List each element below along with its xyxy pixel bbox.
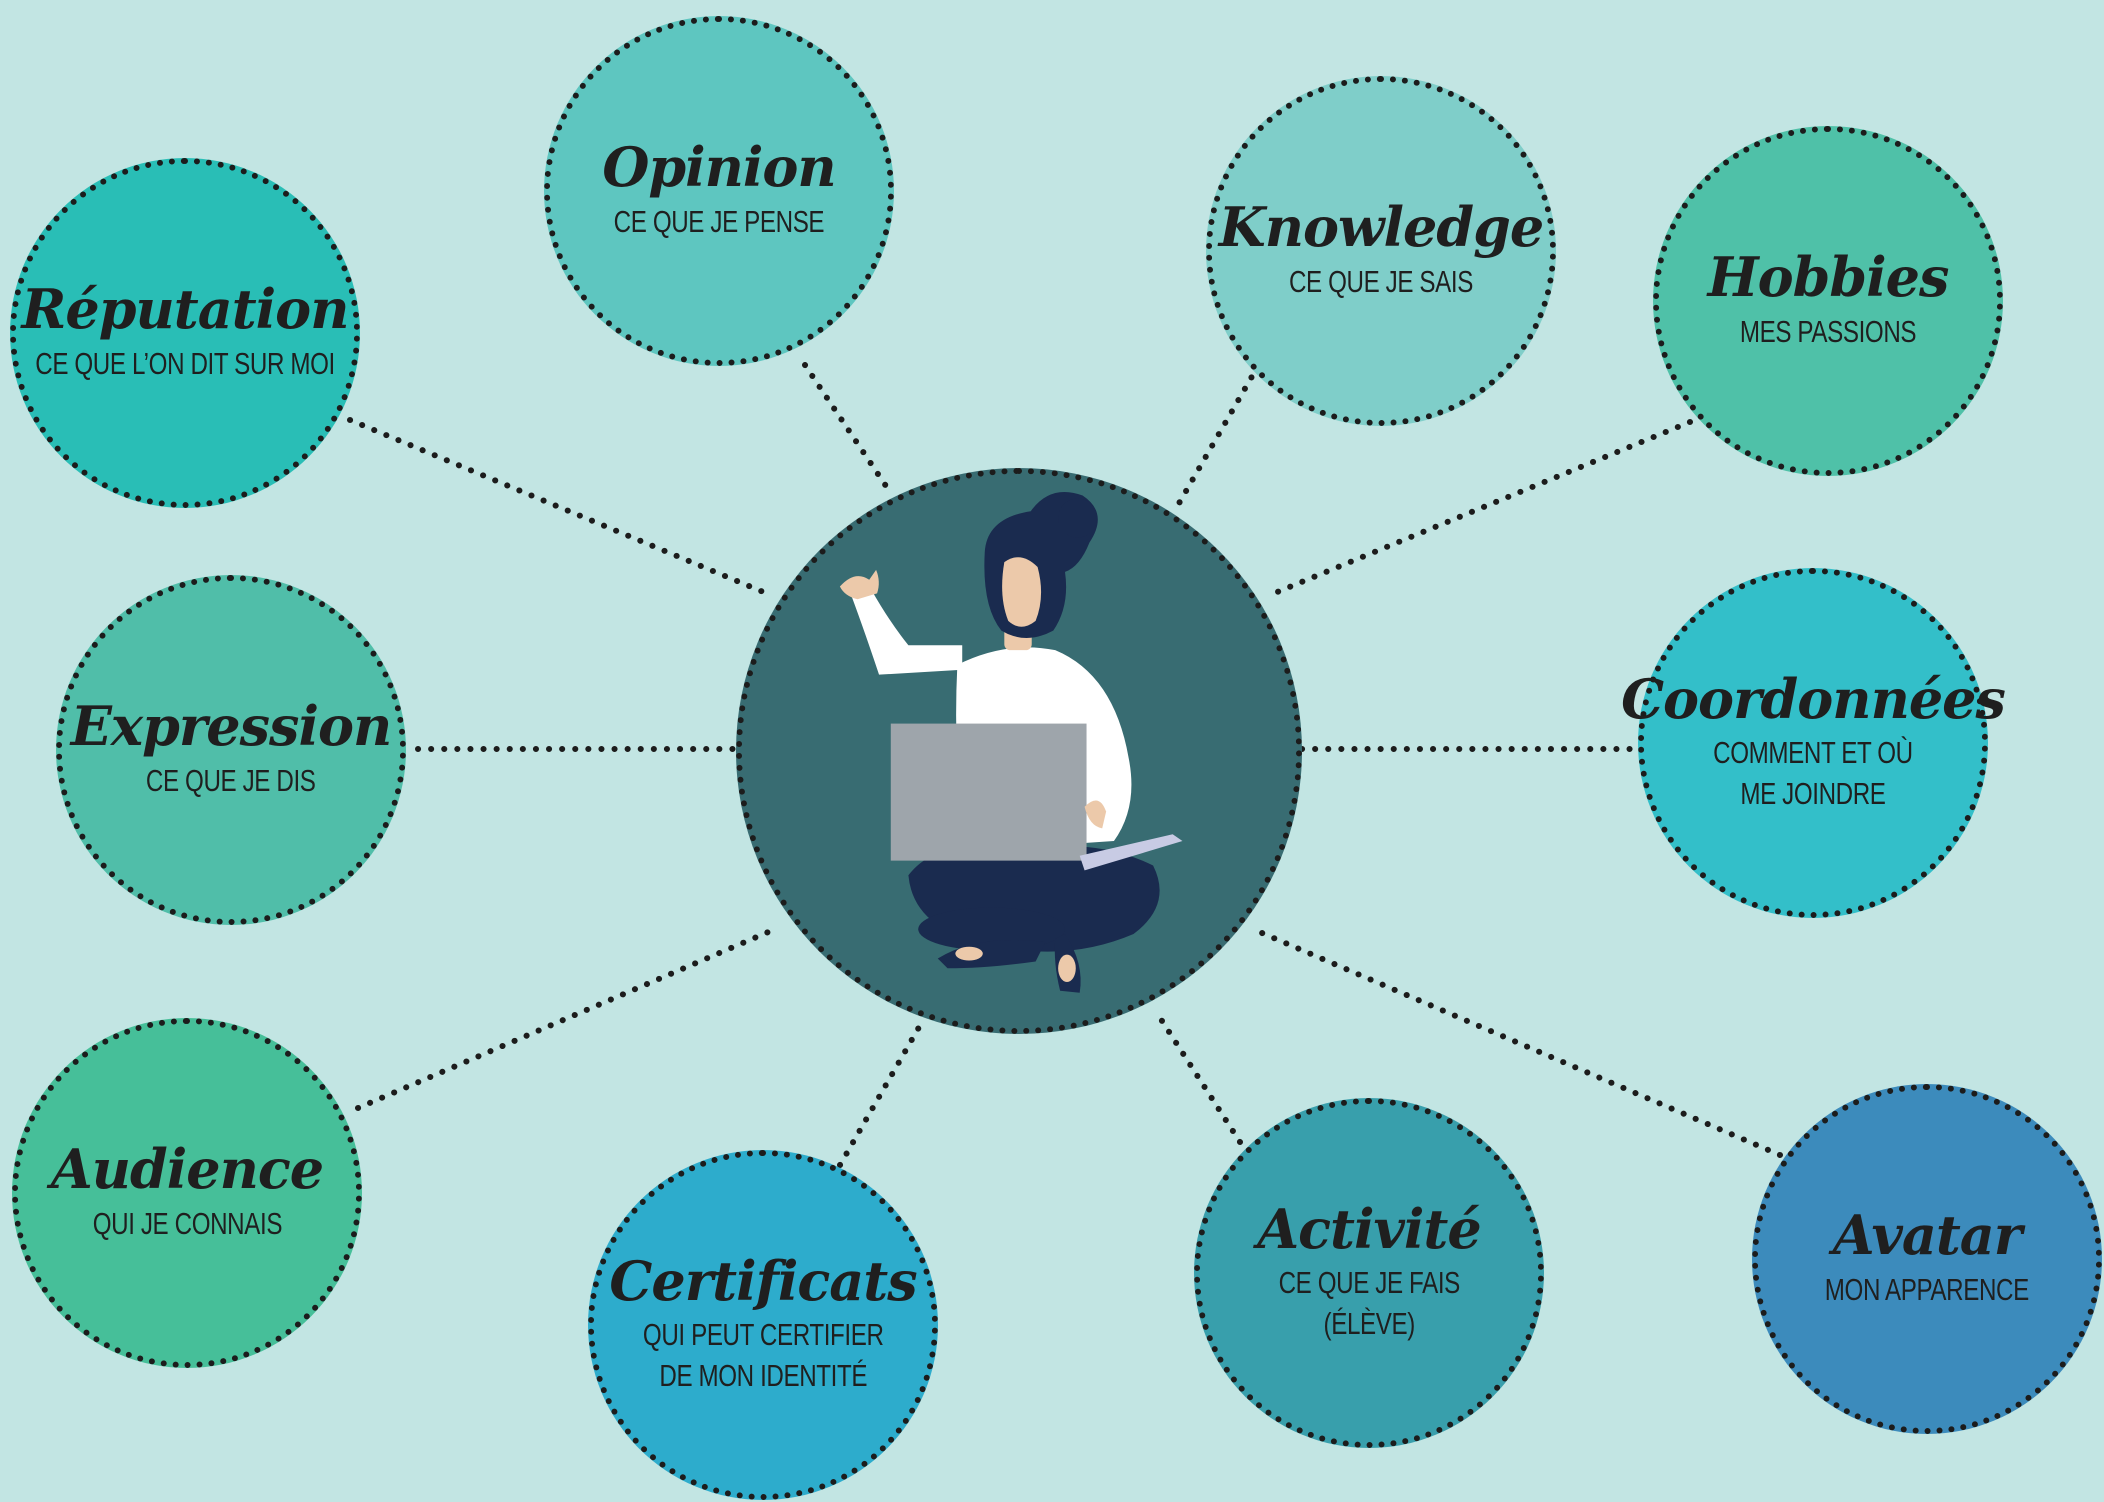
node-coordonnees: Coordonnées COMMENT ET OÙ ME JOINDRE	[1621, 568, 2006, 918]
link-knowledge	[1175, 363, 1261, 508]
node-reputation: Réputation CE QUE L’ON DIT SUR MOI	[10, 158, 360, 508]
node-hobbies: Hobbies MES PASSIONS	[1653, 126, 2003, 476]
node-audience: Audience QUI JE CONNAIS	[12, 1018, 362, 1368]
node-title: Hobbies	[1707, 245, 1950, 310]
node-subtitle: QUI JE CONNAIS	[92, 1205, 282, 1241]
node-title: Certificats	[609, 1248, 917, 1313]
link-certificats	[837, 1019, 925, 1168]
node-title: Opinion	[602, 135, 836, 200]
node-subtitle: MON APPARENCE	[1824, 1271, 2030, 1307]
node-subtitle: MES PASSIONS	[1739, 313, 1917, 349]
node-subtitle: CE QUE L’ON DIT SUR MOI	[35, 345, 335, 381]
node-title: Coordonnées	[1621, 666, 2006, 731]
link-avatar	[1252, 927, 1783, 1158]
link-opinion	[802, 362, 893, 495]
link-activite	[1152, 1007, 1243, 1145]
node-certificats: Certificats QUI PEUT CERTIFIER DE MON ID…	[588, 1150, 938, 1500]
node-opinion: Opinion CE QUE JE PENSE	[544, 16, 894, 366]
center-person-circle	[736, 468, 1302, 1034]
node-title: Knowledge	[1218, 195, 1544, 260]
node-subtitle: CE QUE JE SAIS	[1288, 263, 1474, 299]
node-title: Activité	[1257, 1196, 1481, 1261]
node-subtitle: QUI PEUT CERTIFIER DE MON IDENTITÉ	[642, 1317, 884, 1394]
node-expression: Expression CE QUE JE DIS	[56, 575, 406, 925]
node-subtitle: CE QUE JE FAIS (ÉLÈVE)	[1278, 1265, 1460, 1342]
node-knowledge: Knowledge CE QUE JE SAIS	[1206, 76, 1556, 426]
node-subtitle: COMMENT ET OÙ ME JOINDRE	[1713, 735, 1913, 812]
link-audience	[355, 927, 776, 1111]
link-hobbies	[1267, 419, 1693, 598]
node-title: Réputation	[21, 277, 350, 342]
person-with-laptop-icon	[839, 492, 1183, 993]
node-avatar: Avatar MON APPARENCE	[1752, 1084, 2102, 1434]
node-title: Expression	[70, 694, 393, 759]
link-reputation	[347, 417, 776, 599]
node-subtitle: CE QUE JE DIS	[146, 762, 316, 798]
node-title: Avatar	[1832, 1203, 2022, 1268]
node-activite: Activité CE QUE JE FAIS (ÉLÈVE)	[1194, 1098, 1544, 1448]
node-title: Audience	[50, 1137, 324, 1202]
node-subtitle: CE QUE JE PENSE	[613, 203, 825, 239]
